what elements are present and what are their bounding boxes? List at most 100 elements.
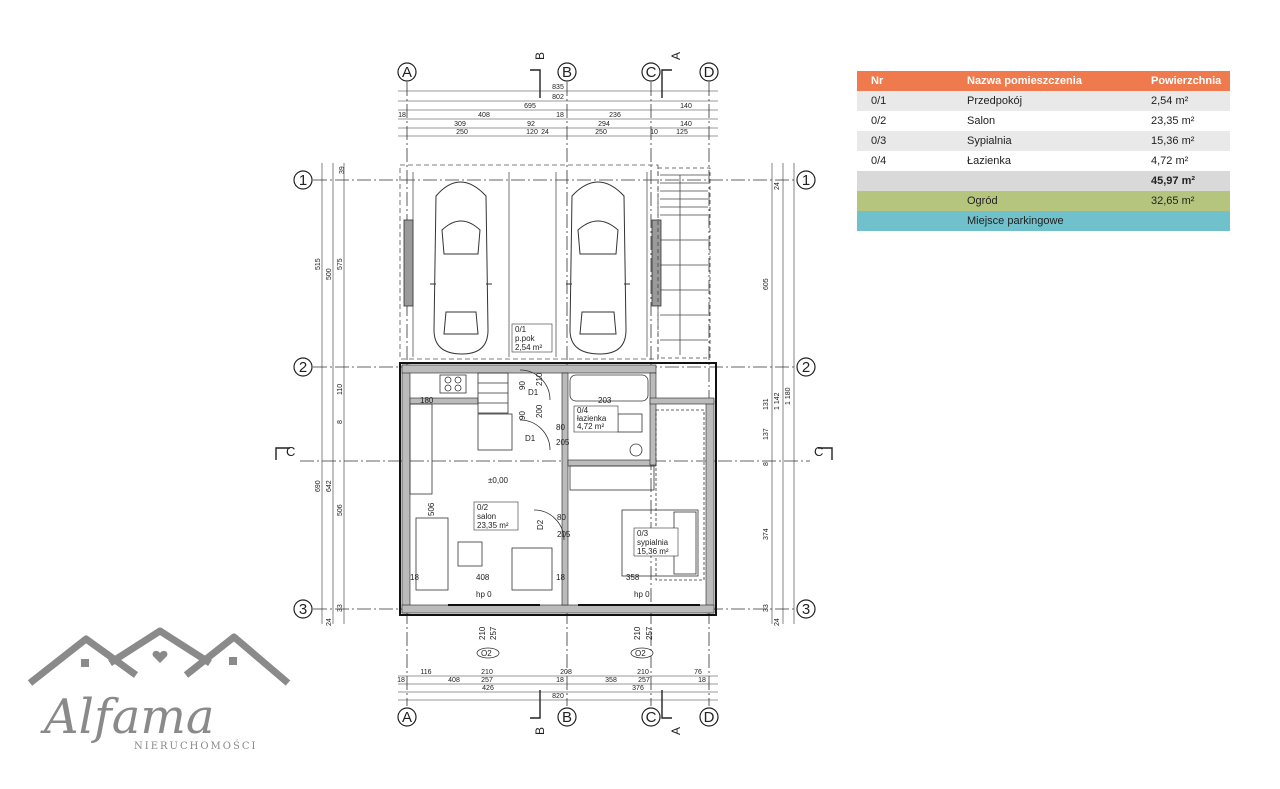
- inner-dim-90b: 90: [518, 411, 527, 420]
- section-label-c-left: C: [286, 444, 295, 459]
- axis-label-d-bottom: D: [704, 709, 715, 726]
- legend-nr: 0/1: [871, 95, 887, 107]
- legend-row: 0/2 Salon 23,35 m²: [857, 111, 1230, 131]
- inner-dim-205a: 205: [556, 438, 570, 447]
- inner-dim-200: 200: [535, 404, 544, 418]
- room-03-area: 15,36 m²: [637, 547, 669, 556]
- window-dim-257b: 257: [645, 626, 654, 640]
- dim-802: 802: [552, 94, 564, 101]
- axis-label-2-right: 2: [802, 359, 810, 376]
- section-label-b-top: B: [533, 52, 547, 60]
- building-walls: [399, 362, 717, 616]
- legend-garden-row: Ogród 32,65 m²: [857, 191, 1230, 211]
- dim-33-right: 33: [763, 604, 770, 612]
- room-02-id: 0/2: [477, 503, 489, 512]
- inner-dim-408: 408: [476, 573, 490, 582]
- dim-131: 131: [763, 398, 770, 410]
- dim-374: 374: [763, 528, 770, 540]
- axis-label-a-bottom: A: [402, 709, 412, 726]
- dim-236: 236: [609, 112, 621, 119]
- section-markers: [275, 69, 833, 719]
- dim-358: 358: [605, 677, 617, 684]
- inner-dim-80a: 80: [556, 423, 565, 432]
- axis-label-b: B: [562, 64, 572, 81]
- dim-18b: 18: [556, 112, 564, 119]
- room-02-name: salon: [477, 512, 496, 521]
- legend-row: 0/4 Łazienka 4,72 m²: [857, 151, 1230, 171]
- dim-506: 506: [337, 504, 344, 516]
- legend-header-area: Powierzchnia: [1151, 75, 1222, 87]
- dim-125: 125: [676, 129, 688, 136]
- section-label-c-right: C: [814, 444, 823, 459]
- room-04-id: 0/4: [577, 406, 589, 415]
- inner-dim-506: 506: [427, 502, 436, 516]
- window-label-o2-b: O2: [635, 649, 646, 658]
- legend-parking-row: Miejsce parkingowe: [857, 211, 1230, 231]
- dim-500: 500: [326, 268, 333, 280]
- room-01-area: 2,54 m²: [515, 343, 542, 352]
- dim-140b: 140: [680, 121, 692, 128]
- inner-dim-210a: 210: [535, 372, 544, 386]
- room-labels: 0/1 p.pok 2,54 m² 0/2 salon 23,35 m² 0/3…: [410, 323, 679, 640]
- inner-dim-80b: 80: [557, 513, 566, 522]
- stairs: [657, 167, 711, 359]
- dim-257b: 257: [638, 677, 650, 684]
- inner-dim-18a: 18: [410, 573, 419, 582]
- dim-1180: 1 180: [785, 387, 792, 405]
- window-dim-257a: 257: [489, 626, 498, 640]
- door-label-d3: D1: [525, 434, 536, 443]
- dim-8-right: 8: [763, 462, 770, 466]
- dim-605: 605: [763, 278, 770, 290]
- parking-area: [399, 164, 662, 360]
- room-04-area: 4,72 m²: [577, 422, 604, 431]
- logo-tagline: NIERUCHOMOŚCI: [134, 740, 257, 752]
- legend-garden-name: Ogród: [967, 195, 998, 207]
- inner-dim-90a: 90: [518, 381, 527, 390]
- dim-208: 208: [560, 669, 572, 676]
- dim-76: 76: [694, 669, 702, 676]
- axis-label-c-bottom: C: [646, 709, 657, 726]
- axis-label-d: D: [704, 64, 715, 81]
- dimension-lines-sides: [321, 163, 795, 624]
- dim-210a: 210: [481, 669, 493, 676]
- legend-total-row: 45,97 m²: [857, 171, 1230, 191]
- dim-8: 8: [337, 420, 344, 424]
- inner-dim-358: 358: [626, 573, 640, 582]
- axis-label-3: 3: [299, 601, 307, 618]
- section-label-a-top: A: [669, 52, 683, 60]
- room-01-id: 0/1: [515, 325, 527, 334]
- inner-dim-203: 203: [598, 396, 612, 405]
- dim-24-right-b: 24: [774, 618, 781, 626]
- legend-header-name: Nazwa pomieszczenia: [967, 75, 1082, 87]
- logo-windows-icon: [81, 650, 237, 667]
- window-markers: [476, 647, 654, 659]
- room-03-id: 0/3: [637, 529, 649, 538]
- legend-header-nr: Nr: [871, 75, 884, 87]
- dim-33-left: 33: [337, 604, 344, 612]
- legend-nr: 0/3: [871, 135, 887, 147]
- legend-area: 4,72 m²: [1151, 155, 1189, 167]
- room-02-area: 23,35 m²: [477, 521, 509, 530]
- dim-820: 820: [552, 693, 564, 700]
- hp-label-1: hp 0: [476, 590, 492, 599]
- dim-250a: 250: [456, 129, 468, 136]
- dim-690: 690: [315, 480, 322, 492]
- axis-label-1-right: 1: [802, 172, 810, 189]
- legend-name: Salon: [967, 115, 996, 127]
- dim-376: 376: [632, 685, 644, 692]
- axis-label-b-bottom: B: [562, 709, 572, 726]
- axis-bubbles: [293, 62, 816, 727]
- interior-fixtures: [409, 369, 705, 606]
- dim-116: 116: [420, 669, 431, 676]
- logo-roofs-icon: [27, 627, 291, 686]
- dim-92: 92: [527, 121, 535, 128]
- dim-695: 695: [524, 103, 536, 110]
- legend-nr: 0/4: [871, 155, 887, 167]
- window-dim-210b: 210: [633, 626, 642, 640]
- car-2: [566, 181, 630, 355]
- dim-10: 10: [650, 129, 658, 136]
- legend-area: 15,36 m²: [1151, 135, 1195, 147]
- dimension-lines-top: [398, 90, 718, 701]
- room-04-name: łazienka: [577, 414, 607, 423]
